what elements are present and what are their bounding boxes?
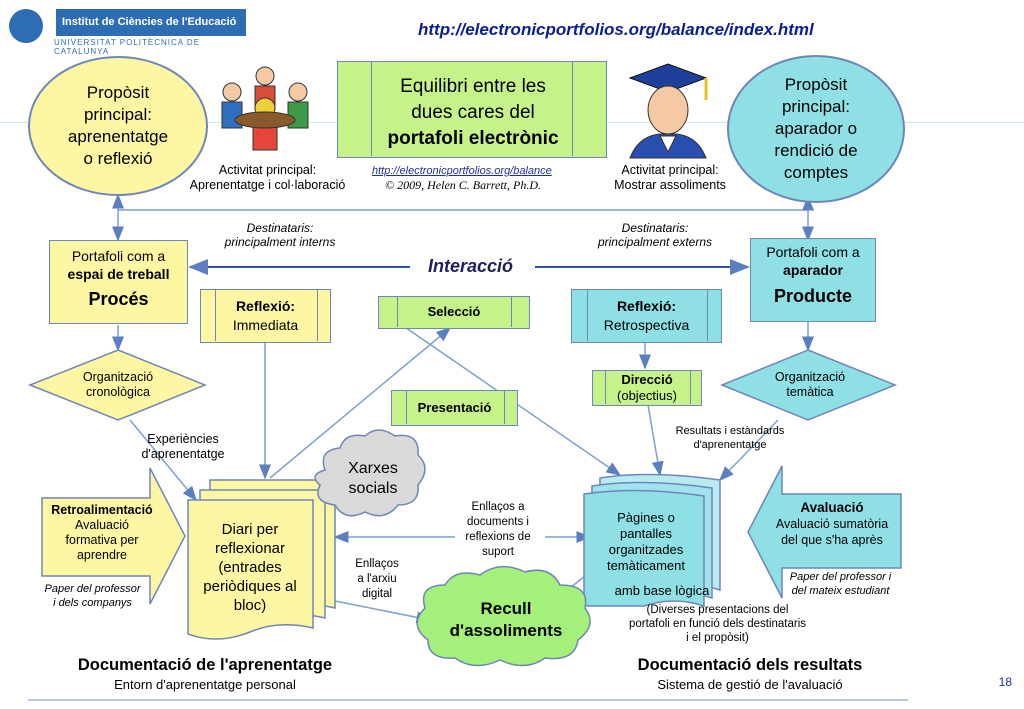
- right-footer: Documentació dels resultats Sistema de g…: [637, 656, 863, 692]
- social-cloud: [314, 429, 426, 517]
- left-activity: Activitat principal:Aprenentatge i col·l…: [189, 163, 346, 192]
- external-audience: Destinataris:principalment externs: [597, 221, 713, 249]
- balance-link[interactable]: http://electronicportfolios.org/balance: [372, 165, 552, 177]
- thematic-diamond: [720, 349, 898, 421]
- university-name: UNIVERSITAT POLITÈCNICA DE CATALUNYA: [54, 38, 201, 56]
- feedback-arrow: [41, 467, 186, 605]
- upc-logo: Institut de Ciències de l'Educació UNIVE…: [4, 4, 246, 56]
- diary-label: Diari per reflexionar (entrades periòdiq…: [203, 521, 297, 614]
- graduate-icon: [628, 63, 708, 159]
- presentation-box: Presentació: [391, 390, 518, 426]
- left-footer: Documentació de l'aprenentatge Entorn d'…: [77, 656, 333, 692]
- collaboration-people-icon: [221, 66, 309, 151]
- achievements-label: Recull d'assoliments: [449, 599, 563, 640]
- showcase-box: Portafoli com a aparador Producte: [750, 238, 876, 322]
- source-url[interactable]: http://electronicportfolios.org/balance/…: [418, 20, 814, 39]
- achievements-cloud: [416, 566, 591, 667]
- logic-base-label: amb base lògica: [614, 583, 710, 598]
- showcase-purpose-ellipse: Propòsit principal: aparador o rendició …: [727, 55, 905, 203]
- feedback-label: Retroalimentació Avaluació formativa per…: [51, 503, 153, 562]
- interaction-label: Interacció: [428, 256, 514, 276]
- presentations-note: (Diverses presentacions del portafoli en…: [628, 604, 807, 644]
- selection-box: Selecció: [378, 296, 530, 329]
- thematic-pages: [583, 489, 705, 608]
- evaluation-label: Avaluació Avaluació sumatòria del que s'…: [775, 500, 889, 547]
- evaluation-arrow: [747, 465, 902, 599]
- retrospective-reflection-box: Reflexió: Retrospectiva: [571, 289, 722, 343]
- internal-audience: Destinataris:principalment interns: [224, 221, 336, 249]
- diary-pages: [187, 499, 314, 640]
- title-line-1: Equilibri entre les: [400, 76, 546, 97]
- page-number: 18: [998, 675, 1012, 689]
- institute-name: Institut de Ciències de l'Educació: [56, 9, 246, 36]
- learning-purpose-ellipse: Propòsit principal: aprenentatge o refle…: [28, 56, 208, 196]
- immediate-reflection-box: Reflexió: Immediata: [200, 289, 331, 343]
- right-activity: Activitat principal:Mostrar assoliments: [614, 163, 726, 192]
- title-line-2: dues cares del: [411, 102, 535, 123]
- direction-box: Direcció (objectius): [592, 370, 702, 406]
- workspace-box: Portafoli com a espai de treball Procés: [49, 240, 188, 324]
- bottom-line: [28, 699, 908, 701]
- pages-label: Pàgines o pantalles organitzades temàtic…: [606, 510, 686, 573]
- title-line-3: portafoli electrònic: [387, 128, 559, 149]
- title-box: Equilibri entre les dues cares del porta…: [337, 61, 607, 158]
- chronological-diamond: [27, 349, 208, 421]
- upc-logo-icon: [9, 9, 43, 43]
- copyright: © 2009, Helen C. Barrett, Ph.D.: [385, 178, 541, 192]
